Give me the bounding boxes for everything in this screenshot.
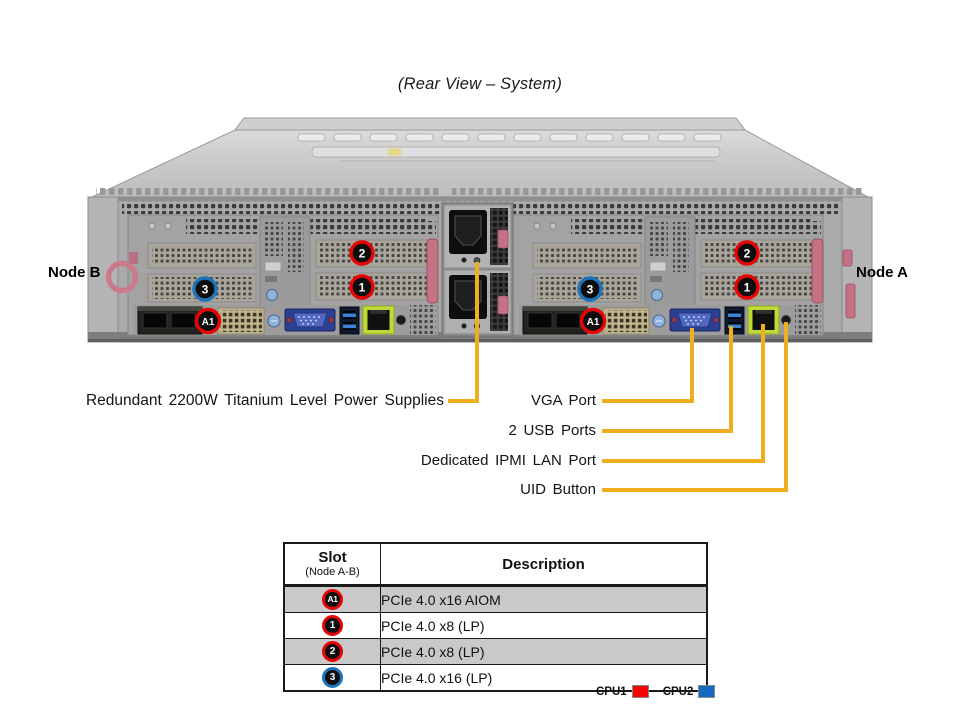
vga-port xyxy=(284,308,336,332)
uid-callout-label: UID Button xyxy=(520,481,596,498)
svg-text:3: 3 xyxy=(202,283,209,297)
lid-recessed-bar xyxy=(311,146,721,158)
slot-cell: A1 xyxy=(283,585,381,613)
slot-header-cell: Slot (Node A-B) xyxy=(283,542,381,587)
ipmi-lan-port xyxy=(362,305,395,335)
page-title: (Rear View – System) xyxy=(397,75,563,93)
cover-vents xyxy=(152,246,252,265)
vga-callout-line xyxy=(602,328,694,403)
label-plate xyxy=(264,261,282,272)
slot-cell: 3 xyxy=(283,664,381,692)
node-a-panel xyxy=(511,213,825,337)
cutouts xyxy=(288,222,304,272)
usb-callout-label: 2 USB Ports xyxy=(508,422,596,439)
psu-led xyxy=(461,257,467,263)
cutouts xyxy=(265,222,283,256)
svg-text:2: 2 xyxy=(359,247,366,261)
slot-subheader: (Node A-B) xyxy=(305,566,360,578)
callout-lines xyxy=(448,262,788,492)
lid-vent-right xyxy=(452,186,862,197)
svg-text:A1: A1 xyxy=(202,317,215,328)
description-header: Description xyxy=(380,542,708,587)
c14-socket xyxy=(454,280,482,311)
aiom-bay-lip xyxy=(138,307,202,311)
table-row: 1 PCIe 4.0 x8 (LP) xyxy=(283,612,708,639)
usb-ports xyxy=(339,306,360,335)
node-a-label: Node A xyxy=(856,264,908,281)
psu-led xyxy=(461,323,467,329)
aiom-badge: A1 xyxy=(194,307,222,335)
aiom-port xyxy=(142,312,168,329)
vga-callout-label: VGA Port xyxy=(530,392,596,409)
uid-button xyxy=(396,315,406,325)
usb-callout-line xyxy=(602,326,733,433)
table-row: A1 PCIe 4.0 x16 AIOM xyxy=(283,585,708,613)
slot-table: Slot (Node A-B) Description A1 PCIe 4.0 … xyxy=(283,542,708,692)
svg-text:1: 1 xyxy=(359,281,366,295)
table-header-row: Slot (Node A-B) Description xyxy=(283,542,708,587)
slot3-badge: 3 xyxy=(322,667,343,688)
psu-callout-line xyxy=(448,262,479,403)
chassis-top xyxy=(91,117,869,198)
psu-clip xyxy=(497,229,509,249)
psu-clip xyxy=(497,295,509,315)
table-row: 3 PCIe 4.0 x16 (LP) xyxy=(283,664,708,692)
left-ring-handle xyxy=(105,252,139,294)
power-supplies xyxy=(441,202,514,337)
right-edge-latches xyxy=(842,249,856,319)
rack-flange xyxy=(234,117,746,131)
bottom-edge xyxy=(88,339,872,342)
aiom-port xyxy=(170,312,196,329)
description-cell: PCIe 4.0 x8 (LP) xyxy=(380,638,708,665)
slot-cell: 2 xyxy=(283,638,381,665)
ipmi-callout-line xyxy=(602,324,765,463)
lid-slot-row xyxy=(297,133,722,142)
aiom-badge: A1 xyxy=(322,589,343,610)
uid-callout-line xyxy=(602,322,788,492)
io-honeycomb xyxy=(410,305,436,334)
description-cell: PCIe 4.0 x16 AIOM xyxy=(380,585,708,613)
node-b-label: Node B xyxy=(48,264,101,281)
screw xyxy=(148,222,156,230)
slot-header: Slot xyxy=(318,549,347,566)
face-top-shadow xyxy=(88,197,872,201)
thumbscrew-icon xyxy=(266,289,278,301)
cpu-legend: CPU1 CPU2 xyxy=(596,685,716,698)
ipmi-callout-label: Dedicated IPMI LAN Port xyxy=(420,452,596,469)
slot3-badge: 3 xyxy=(192,276,218,302)
node-panel: 3 2 1 A1 xyxy=(127,214,439,336)
rear-view-illustration: 3 2 1 A1 xyxy=(87,117,873,492)
slot-cell: 1 xyxy=(283,612,381,639)
grille-holes xyxy=(220,310,262,332)
cpu2-swatch xyxy=(698,685,716,698)
cover-vents xyxy=(320,243,434,264)
lid-vent-left xyxy=(96,186,440,197)
cpu1-swatch xyxy=(631,685,649,698)
lid-sticker xyxy=(388,148,401,156)
c14-socket xyxy=(454,215,482,246)
slot2-badge: 2 xyxy=(349,240,375,266)
cpu2-label: CPU2 xyxy=(662,685,694,698)
slot2-badge: 2 xyxy=(322,641,343,662)
psu-callout-label: Redundant 2200W Titanium Level Power Sup… xyxy=(85,392,444,409)
slot1-badge: 1 xyxy=(322,615,343,636)
description-cell: PCIe 4.0 x8 (LP) xyxy=(380,612,708,639)
cover-vents xyxy=(320,276,434,297)
table-row: 2 PCIe 4.0 x8 (LP) xyxy=(283,638,708,665)
description-cell: PCIe 4.0 x16 (LP) xyxy=(380,664,708,692)
cutout xyxy=(265,276,277,282)
screw xyxy=(164,222,172,230)
slot1-badge: 1 xyxy=(349,274,375,300)
cpu1-label: CPU1 xyxy=(596,685,627,698)
node-latch xyxy=(426,238,439,304)
slot-top-perforation xyxy=(316,221,436,234)
